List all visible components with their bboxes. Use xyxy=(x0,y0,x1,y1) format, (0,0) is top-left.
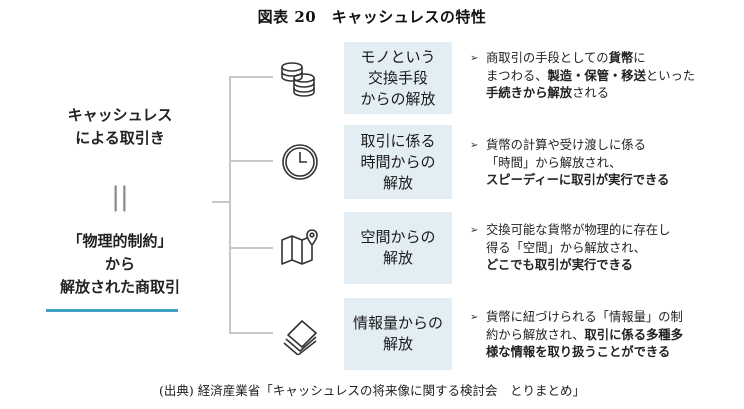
arrow-bullet-icon: ➢ xyxy=(470,140,479,151)
clock-icon xyxy=(278,140,322,184)
description-segment: といった xyxy=(645,68,696,83)
description-line: 商取引の手段としての貨幣に xyxy=(486,50,734,68)
feature-label-box-4: 情報量からの 解放 xyxy=(344,298,452,370)
description-bold-segment: 手続きから解放 xyxy=(486,86,573,100)
feature-description-3: ➢ 交換可能な貨幣が物理的に存在し得る「空間」から解放され、どこでも取引が実行で… xyxy=(470,222,734,275)
description-line: スピーディーに取引が実行できる xyxy=(486,172,734,190)
description-segment: 得る「空間」から解放され、 xyxy=(486,240,646,255)
connector-vertical xyxy=(229,76,231,334)
feature-description-text: 貨幣の計算や受け渡しに係る「時間」から解放され、スピーディーに取引が実行できる xyxy=(486,137,734,190)
feature-label-box-3: 空間からの 解放 xyxy=(344,212,452,284)
coins-icon xyxy=(278,56,322,100)
description-segment: まつわる、 xyxy=(486,68,548,83)
feature-label-line: 取引に係る xyxy=(360,131,436,150)
description-segment: 約から解放され、 xyxy=(486,327,585,342)
feature-label-line: 情報量からの xyxy=(352,314,443,332)
description-bold-segment: スピーディーに取引が実行できる xyxy=(486,173,670,187)
equals-sign: || xyxy=(111,182,129,212)
description-line: 貨幣の計算や受け渡しに係る xyxy=(486,137,734,155)
description-line: 様な情報を取り扱うことができる xyxy=(486,344,734,362)
feature-label-line: からの解放 xyxy=(360,89,436,108)
left-definition-line3: 解放された商取引 xyxy=(59,278,180,296)
feature-label-box-1: モノという 交換手段 からの解放 xyxy=(344,42,452,114)
feature-description-text: 商取引の手段としての貨幣にまつわる、製造・保管・移送といった手続きから解放される xyxy=(486,50,734,103)
description-segment: 交換可能な貨幣が物理的に存在し xyxy=(486,223,671,237)
connector-main-horizontal xyxy=(212,201,230,203)
description-line: どこでも取引が実行できる xyxy=(486,257,734,275)
figure-title: 図表 20 キャッシュレスの特性 xyxy=(257,8,487,26)
left-definition: 「物理的制約」 から 解放された商取引 xyxy=(30,230,210,299)
description-line: 得る「空間」から解放され、 xyxy=(486,240,734,258)
description-segment: される xyxy=(572,86,609,100)
feature-description-text: 貨幣に紐づけられる「情報量」の制約から解放され、取引に係る多種多様な情報を取り扱… xyxy=(486,309,734,362)
description-segment: に xyxy=(633,51,646,65)
feature-label-line: 空間からの xyxy=(360,228,436,246)
feature-label-line: モノという xyxy=(360,47,436,66)
arrow-bullet-icon: ➢ xyxy=(470,53,479,64)
description-line: 交換可能な貨幣が物理的に存在し xyxy=(486,222,734,240)
description-segment: 貨幣の計算や受け渡しに係る xyxy=(486,138,646,152)
description-bold-segment: 取引に係る多種多 xyxy=(584,327,683,342)
description-segment: 「時間」から解放され、 xyxy=(486,155,622,170)
description-bold-segment: 製造・保管・移送 xyxy=(547,68,646,83)
feature-label-box-2: 取引に係る 時間からの 解放 xyxy=(344,125,452,199)
left-definition-line1: 「物理的制約」 xyxy=(67,232,173,250)
left-heading-line2: による取引き xyxy=(75,129,165,147)
feature-label-line: 交換手段 xyxy=(367,68,428,87)
map-icon xyxy=(278,226,322,270)
arrow-bullet-icon: ➢ xyxy=(470,225,479,236)
description-bold-segment: 様な情報を取り扱うことができる xyxy=(486,345,671,359)
left-cashless-heading: キャッシュレス による取引き xyxy=(30,104,210,150)
definition-underline xyxy=(46,309,178,312)
feature-label-line: 解放 xyxy=(382,173,413,192)
feature-description-text: 交換可能な貨幣が物理的に存在し得る「空間」から解放され、どこでも取引が実行できる xyxy=(486,222,734,275)
connector-branch-3 xyxy=(229,247,273,249)
description-line: 手続きから解放される xyxy=(486,85,734,103)
source-citation: (出典) 経済産業省「キャッシュレスの将来像に関する検討会 とりまとめ」 xyxy=(159,383,585,398)
connector-branch-2 xyxy=(229,160,273,162)
connector-branch-4 xyxy=(229,332,273,334)
description-line: 貨幣に紐づけられる「情報量」の制 xyxy=(486,309,734,327)
left-heading-line1: キャッシュレス xyxy=(67,106,173,124)
description-line: 約から解放され、取引に係る多種多 xyxy=(486,327,734,345)
feature-label-line: 解放 xyxy=(382,249,413,267)
left-definition-line2: から xyxy=(104,255,135,273)
papers-icon xyxy=(278,311,322,356)
feature-label-line: 解放 xyxy=(382,335,413,353)
description-bold-segment: 貨幣 xyxy=(608,51,634,65)
description-bold-segment: どこでも取引が実行できる xyxy=(486,258,633,272)
feature-description-1: ➢ 商取引の手段としての貨幣にまつわる、製造・保管・移送といった手続きから解放さ… xyxy=(470,50,734,103)
feature-label-line: 時間からの xyxy=(360,152,436,171)
description-segment: 貨幣に紐づけられる「情報量」の制 xyxy=(486,310,683,324)
arrow-bullet-icon: ➢ xyxy=(470,312,479,323)
connector-branch-1 xyxy=(229,76,273,78)
feature-description-2: ➢ 貨幣の計算や受け渡しに係る「時間」から解放され、スピーディーに取引が実行でき… xyxy=(470,137,734,190)
description-line: 「時間」から解放され、 xyxy=(486,155,734,173)
description-line: まつわる、製造・保管・移送といった xyxy=(486,68,734,86)
feature-description-4: ➢ 貨幣に紐づけられる「情報量」の制約から解放され、取引に係る多種多様な情報を取… xyxy=(470,309,734,362)
description-segment: 商取引の手段としての xyxy=(486,51,609,65)
